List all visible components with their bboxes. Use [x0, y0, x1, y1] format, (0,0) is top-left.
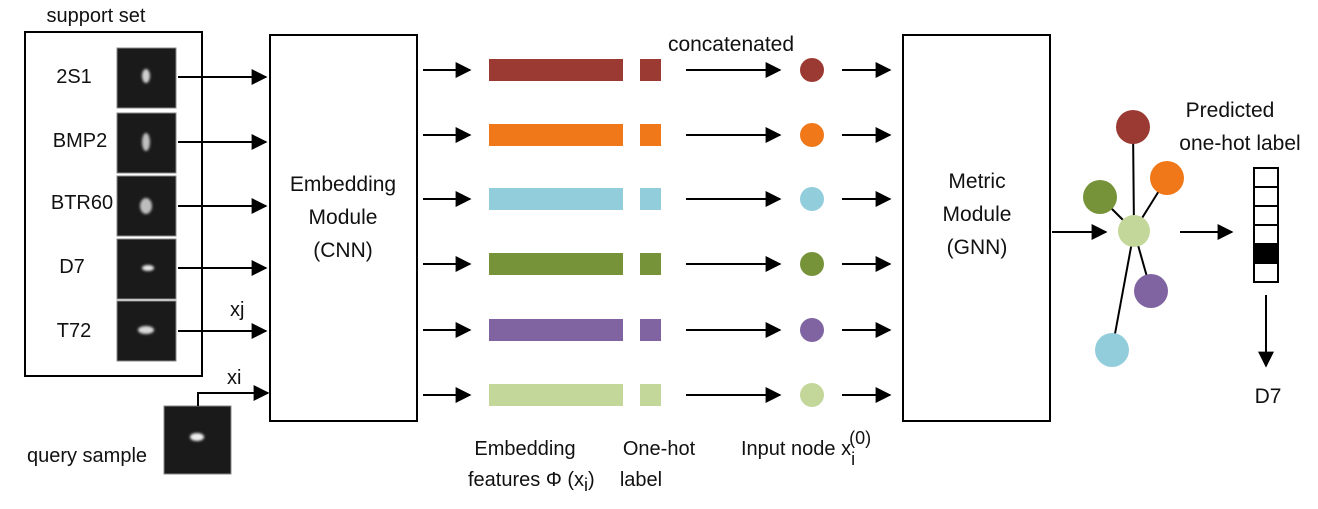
output-graph: [1083, 110, 1184, 367]
sar-thumbnail-query: [163, 405, 232, 475]
metric-module-box: [902, 34, 1051, 422]
embedding-feature-bar: [489, 124, 623, 146]
embedding-feature-bar: [489, 319, 623, 341]
sar-thumbnail-btr60: [116, 175, 177, 237]
metric-module-line3: (GNN): [947, 236, 1008, 259]
sar-thumbnail-bmp2: [116, 112, 177, 174]
embedding-features-line2: features Φ (xi): [468, 469, 595, 495]
embedding-module-line3: (CNN): [313, 239, 372, 262]
embedding-features-text: features Φ (x: [468, 469, 584, 491]
graph-edge-bottom: [1111, 230, 1135, 351]
onehot-label-line2: label: [620, 469, 662, 491]
predicted-cell: [1253, 262, 1279, 283]
input-node: [800, 252, 824, 276]
graph-node-center: [1118, 215, 1150, 247]
input-node: [800, 187, 824, 211]
one-hot-label-block: [640, 319, 661, 341]
xj-label: xj: [230, 299, 244, 321]
predicted-result: D7: [1255, 385, 1282, 408]
sar-thumbnail-d7: [116, 238, 177, 300]
input-node-sub: i: [851, 449, 855, 469]
predicted-one-hot-vector: [1253, 167, 1279, 283]
embedding-feature-bar: [489, 253, 623, 275]
input-node: [800, 383, 824, 407]
xi-label: xi: [227, 367, 241, 389]
onehot-label-line1: One-hot: [623, 438, 696, 460]
embedding-feature-bar: [489, 384, 623, 406]
support-set-title: support set: [47, 5, 146, 27]
concatenated-label: concatenated: [668, 33, 794, 56]
graph-nodes: [1083, 110, 1184, 367]
feature-rows: [423, 58, 892, 407]
embedding-features-close: ): [588, 469, 595, 491]
predicted-cell: [1253, 186, 1279, 207]
embedding-features-sub: i: [584, 475, 588, 495]
input-node-label: Input node xi(0): [741, 428, 871, 469]
graph-node-upper-right: [1150, 161, 1184, 195]
one-hot-label-block: [640, 124, 661, 146]
input-node-text: Input node x: [741, 438, 851, 460]
feature-row: [423, 252, 892, 276]
embedding-features-line1: Embedding: [474, 438, 575, 460]
predicted-title-line1: Predicted: [1186, 99, 1275, 122]
predicted-cell: [1253, 167, 1279, 188]
support-class-labels: 2S1 BMP2 BTR60 D7 T72: [51, 66, 113, 342]
one-hot-label-block: [640, 253, 661, 275]
graph-edge-top: [1132, 126, 1135, 232]
metric-module-line1: Metric: [948, 170, 1005, 193]
graph-node-lower-right: [1134, 274, 1168, 308]
input-node: [800, 123, 824, 147]
feature-row: [423, 123, 892, 147]
feature-row: [423, 58, 892, 82]
predicted-title-line2: one-hot label: [1179, 132, 1300, 155]
class-label-bmp2: BMP2: [53, 130, 107, 152]
support-set-box: [24, 31, 203, 377]
class-label-btr60: BTR60: [51, 192, 113, 214]
one-hot-label-block: [640, 188, 661, 210]
query-to-embedding-arrow: [197, 385, 270, 406]
graph-node-bottom: [1095, 333, 1129, 367]
metric-module-line2: Module: [943, 203, 1012, 226]
class-label-d7: D7: [59, 256, 85, 278]
input-node: [800, 58, 824, 82]
sar-thumbnail-t72: [116, 300, 177, 362]
feature-row: [423, 318, 892, 342]
graph-node-top: [1116, 110, 1150, 144]
feature-row: [423, 187, 892, 211]
one-hot-label-block: [640, 384, 661, 406]
class-label-2s1: 2S1: [56, 66, 92, 88]
embedding-module-line2: Module: [309, 206, 378, 229]
query-sample-label: query sample: [27, 445, 147, 467]
input-node-sup: (0): [849, 428, 871, 448]
graph-node-left: [1083, 180, 1117, 214]
one-hot-label-block: [640, 59, 661, 81]
predicted-cell: [1253, 224, 1279, 245]
feature-row: [423, 383, 892, 407]
support-to-embedding-arrows: [178, 69, 268, 339]
embedding-module-line1: Embedding: [290, 173, 396, 196]
class-label-t72: T72: [57, 320, 91, 342]
input-node: [800, 318, 824, 342]
embedding-module-box: [269, 34, 418, 422]
predicted-cell: [1253, 205, 1279, 226]
predicted-cell: [1253, 243, 1279, 264]
embedding-feature-bar: [489, 188, 623, 210]
sar-thumbnail-2s1: [116, 47, 177, 109]
embedding-feature-bar: [489, 59, 623, 81]
